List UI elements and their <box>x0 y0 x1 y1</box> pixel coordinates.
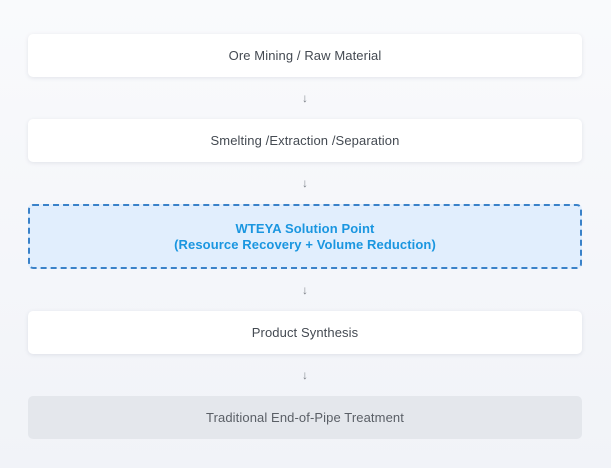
arrow-down-icon: ↓ <box>302 176 308 190</box>
step-label: Ore Mining / Raw Material <box>228 48 382 63</box>
process-flow: Ore Mining / Raw Material ↓ Smelting /Ex… <box>28 34 582 439</box>
solution-subtitle: (Resource Recovery + Volume Reduction) <box>174 236 436 252</box>
step-solution-point: WTEYA Solution Point (Resource Recovery … <box>28 204 582 269</box>
step-label: Product Synthesis <box>251 325 359 340</box>
solution-title: WTEYA Solution Point <box>235 220 375 236</box>
step-product-synthesis: Product Synthesis <box>28 311 582 354</box>
arrow-down-icon: ↓ <box>302 368 308 382</box>
arrow-down-icon: ↓ <box>302 91 308 105</box>
arrow-down-icon: ↓ <box>302 283 308 297</box>
step-label: Traditional End-of-Pipe Treatment <box>206 410 404 425</box>
step-ore-mining: Ore Mining / Raw Material <box>28 34 582 77</box>
step-label: Smelting /Extraction /Separation <box>210 133 400 148</box>
step-end-of-pipe-treatment: Traditional End-of-Pipe Treatment <box>28 396 582 439</box>
step-smelting: Smelting /Extraction /Separation <box>28 119 582 162</box>
